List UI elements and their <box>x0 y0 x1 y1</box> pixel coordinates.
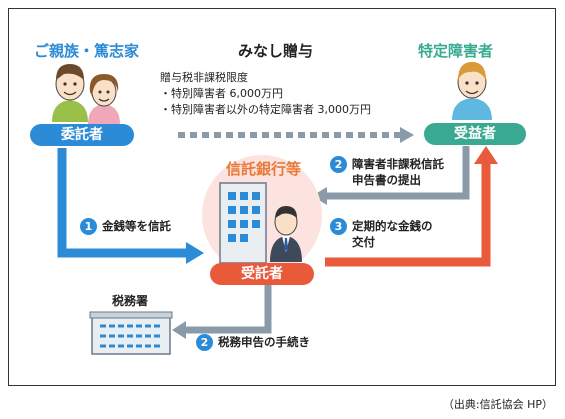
gift-tax-note-line2: ・特別障害者 6,000万円 <box>160 87 283 100</box>
declaration-gray-arrowhead <box>312 187 327 205</box>
step-text: 金銭等を信託 <box>102 219 171 233</box>
step-2-tax-filing: 2 税務申告の手続き <box>196 334 310 351</box>
step-text: 税務申告の手続き <box>218 335 310 349</box>
declaration-gray-arrow <box>325 146 470 200</box>
step-number: 1 <box>80 218 97 235</box>
truster-label: 委託者 <box>30 124 134 146</box>
gift-tax-note-line3: ・特別障害者以外の特定障害者 3,000万円 <box>160 103 371 116</box>
truster-couple-illustration <box>52 64 120 124</box>
gift-dotted-arrowhead <box>400 127 414 143</box>
trust-blue-arrowhead <box>186 242 204 264</box>
step-text-line2: 交付 <box>352 235 375 249</box>
gift-tax-note-line1: 贈与税非課税限度 <box>160 71 248 84</box>
step-number: 3 <box>330 218 347 235</box>
truster-heading: ご親族・篤志家 <box>34 42 140 60</box>
step-text-line2: 申告書の提出 <box>352 173 421 187</box>
beneficiary-person-illustration <box>452 62 492 120</box>
trustee-heading: 信託銀行等 <box>226 160 302 178</box>
tax-office-heading: 税務署 <box>112 294 149 308</box>
step-number: 2 <box>330 156 347 173</box>
tax-gray-arrowhead <box>172 321 186 339</box>
tax-office-building-illustration <box>89 311 173 355</box>
step-text-line1: 定期的な金銭の <box>352 219 433 233</box>
gift-tax-note: 贈与税非課税限度 ・特別障害者 6,000万円 ・特別障害者以外の特定障害者 3… <box>160 70 371 118</box>
source-credit: （出典:信託協会 HP） <box>442 398 553 411</box>
payment-red-arrow <box>325 162 491 267</box>
payment-red-arrowhead <box>474 146 498 164</box>
beneficiary-heading: 特定障害者 <box>418 42 494 60</box>
step-3-periodic-payment: 3 定期的な金銭の 交付 <box>330 218 433 250</box>
step-1-trust-money: 1 金銭等を信託 <box>80 218 171 235</box>
trust-blue-arrow <box>57 148 188 258</box>
step-text-line1: 障害者非課税信託 <box>352 157 444 171</box>
trustee-person-illustration <box>270 206 302 262</box>
trustee-label: 受託者 <box>210 263 314 285</box>
beneficiary-label: 受益者 <box>424 123 526 145</box>
diagram-title: みなし贈与 <box>238 42 314 60</box>
step-number: 2 <box>196 334 213 351</box>
tax-gray-arrow <box>184 285 272 334</box>
step-2-declaration: 2 障害者非課税信託 申告書の提出 <box>330 156 444 188</box>
